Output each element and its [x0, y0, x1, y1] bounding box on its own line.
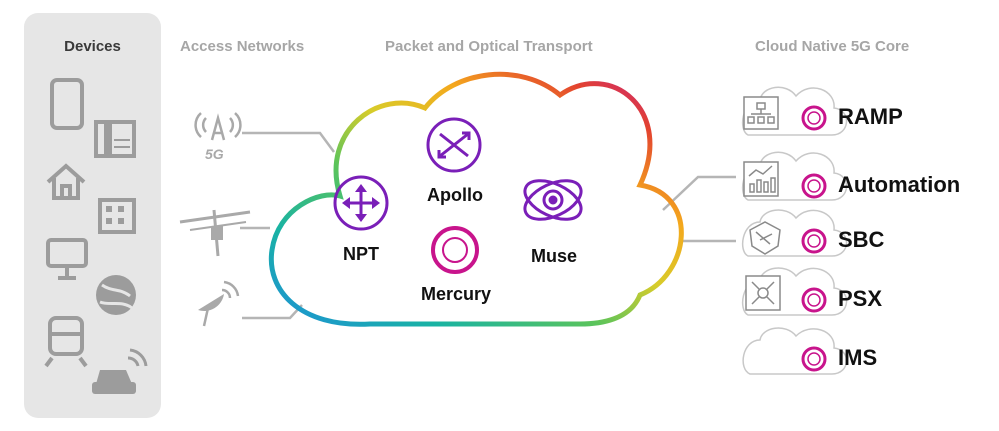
org-chart-icon	[743, 96, 779, 130]
core-header: Cloud Native 5G Core	[755, 38, 910, 55]
connector-5g	[242, 131, 336, 153]
sbc-badge-icon	[801, 228, 827, 254]
shield-icon	[749, 221, 781, 255]
npt-label: NPT	[343, 244, 379, 264]
access-networks-header: Access Networks	[180, 38, 305, 55]
cell-tower-5g-icon	[194, 112, 242, 141]
mercury-icon	[431, 226, 479, 274]
apollo-label: Apollo	[427, 185, 483, 205]
npt-icon	[333, 175, 389, 231]
service-badges	[801, 105, 827, 372]
satellite-dish-icon	[198, 280, 240, 327]
globe-icon	[96, 275, 136, 315]
monitor-icon	[46, 238, 88, 280]
service-label-sbc: SBC	[838, 227, 885, 252]
muse-label: Muse	[531, 246, 578, 266]
service-label-ims: IMS	[838, 345, 878, 370]
routing-icon	[745, 275, 781, 311]
train-icon	[44, 316, 88, 368]
5g-label: 5G	[205, 146, 224, 162]
service-label-automation: Automation	[838, 172, 961, 197]
devices-header: Devices	[64, 38, 121, 55]
psx-badge-icon	[801, 287, 827, 313]
apollo-icon	[426, 117, 482, 173]
fiber-pole-icon	[179, 209, 251, 257]
service-cloud-ims	[742, 327, 848, 375]
connected-car-icon	[92, 348, 148, 394]
device-icons	[44, 78, 148, 394]
devices-panel: Devices	[24, 13, 161, 418]
mercury-label: Mercury	[421, 284, 492, 304]
connector-core-top	[662, 175, 736, 211]
muse-icon	[523, 179, 583, 221]
tablet-icon	[50, 78, 84, 130]
automation-badge-icon	[801, 173, 827, 199]
service-label-ramp: RAMP	[838, 104, 903, 129]
ramp-badge-icon	[801, 105, 827, 131]
transport-header: Packet and Optical Transport	[385, 38, 593, 55]
office-building-icon	[98, 198, 136, 234]
analytics-chart-icon	[743, 161, 779, 197]
transport-cloud	[268, 71, 684, 327]
home-icon	[46, 163, 86, 200]
desk-phone-icon	[94, 120, 136, 158]
ims-badge-icon	[801, 346, 827, 372]
service-label-psx: PSX	[838, 286, 883, 311]
